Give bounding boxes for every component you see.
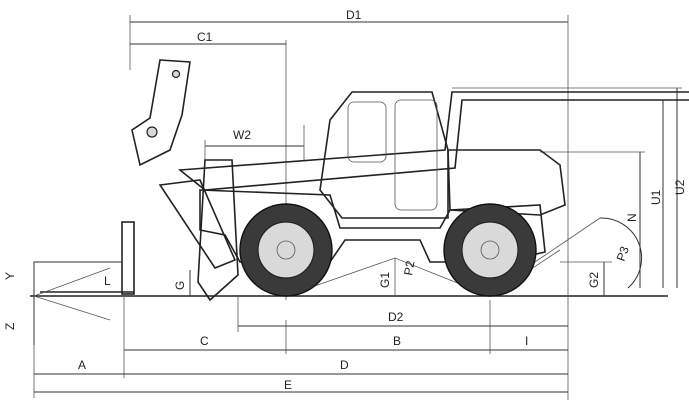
label-w2: W2 (233, 128, 251, 142)
dimension-e: E (33, 345, 568, 398)
dimension-d2: D2 (237, 296, 568, 332)
fork-carriage (121, 221, 135, 295)
label-p2: P2 (401, 259, 417, 276)
dimension-u1: U1 (520, 99, 668, 288)
label-c1: C1 (197, 30, 213, 44)
cab-door (394, 99, 438, 211)
dimension-w2: W2 (204, 125, 305, 160)
telehandler-body (40, 59, 689, 302)
lift-arm-detail (131, 59, 191, 167)
label-b: B (393, 334, 401, 348)
dimension-g2: G2 (560, 261, 612, 296)
dimension-n: N (540, 151, 645, 288)
label-n: N (625, 213, 639, 222)
label-g1: G1 (378, 272, 392, 288)
dimension-d1: D1 (129, 8, 569, 400)
label-p3: P3 (614, 244, 632, 263)
dimension-u2: U2 (452, 87, 687, 288)
label-l: L (104, 274, 111, 288)
label-u2: U2 (673, 179, 687, 195)
label-g2: G2 (587, 272, 601, 288)
rear-wheel (443, 203, 537, 297)
dimension-row-cbi: C B I (123, 294, 568, 378)
front-wheel (239, 203, 333, 297)
label-d: D (340, 358, 349, 372)
label-d1: D1 (346, 8, 362, 22)
label-y: Y (3, 272, 17, 280)
dimension-row-ad: A D (34, 358, 568, 375)
dimension-g: G (173, 270, 191, 296)
label-a: A (78, 358, 86, 372)
label-c: C (200, 334, 209, 348)
label-i: I (525, 334, 528, 348)
label-e: E (284, 378, 292, 392)
label-u1: U1 (649, 189, 663, 205)
label-z: Z (3, 323, 17, 330)
fork-tilt-angles: Y Z L (3, 261, 122, 345)
label-d2: D2 (388, 310, 404, 324)
dimension-p3: P3 (534, 217, 643, 289)
cab-window (347, 101, 387, 163)
label-g: G (173, 281, 187, 290)
